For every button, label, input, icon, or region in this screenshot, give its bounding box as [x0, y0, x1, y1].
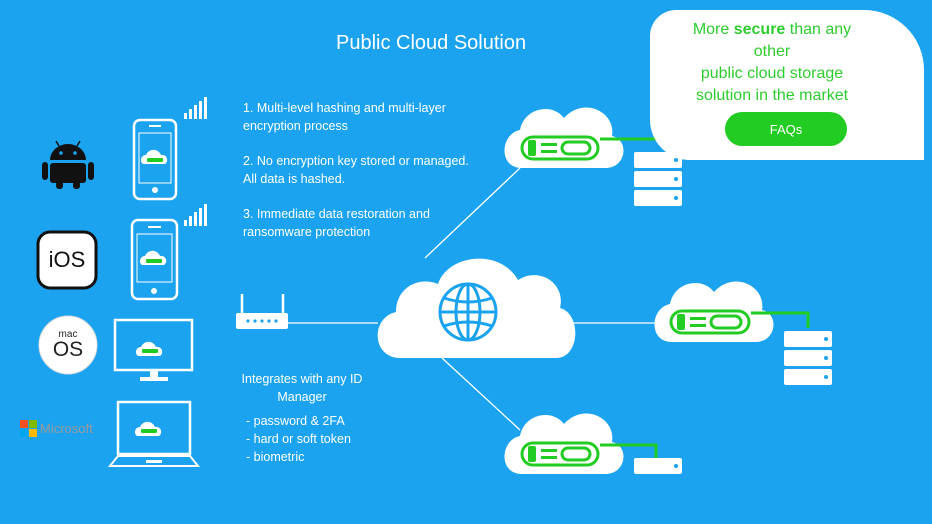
- macos-small-label: mac: [58, 329, 78, 340]
- faqs-button[interactable]: FAQs: [725, 112, 847, 146]
- microsoft-label: Microsoft: [40, 421, 93, 436]
- ios-icon: [36, 230, 98, 290]
- promo-text-part: than any: [785, 21, 852, 38]
- id-manager-heading: Integrates with any ID Manager: [241, 372, 363, 404]
- list-item: - password & 2FA: [246, 414, 345, 428]
- macos-icon: [38, 315, 98, 375]
- microsoft-logo-icon: [20, 420, 37, 437]
- server-icon: [634, 458, 682, 474]
- promo-line: solution in the market: [695, 87, 849, 104]
- router-icon: [236, 294, 288, 329]
- feature-item: 3. Immediate data restoration and ransom…: [243, 207, 430, 239]
- promo-line: public cloud storage: [700, 65, 844, 82]
- id-manager-section: Integrates with any ID Manager - passwor…: [232, 370, 392, 466]
- promo-text-part: More: [692, 21, 734, 38]
- laptop-icon: [107, 400, 201, 467]
- promo-text: More secure than any other public cloud …: [672, 19, 872, 107]
- server-stack-icon: [784, 331, 832, 385]
- desktop-monitor-icon: [113, 318, 194, 381]
- macos-big-label: OS: [52, 338, 84, 361]
- id-manager-list: - password & 2FA - hard or soft token - …: [246, 412, 392, 466]
- central-cloud-icon: [377, 258, 576, 358]
- signal-strength-icon: [184, 97, 207, 119]
- android-icon: [42, 140, 94, 189]
- promo-line: More secure than any: [672, 19, 872, 41]
- list-item: - biometric: [246, 450, 305, 464]
- smartphone-icon: [130, 218, 179, 301]
- cloud-storage-node: [654, 281, 810, 342]
- list-item: - hard or soft token: [246, 432, 351, 446]
- feature-item: 2. No encryption key stored or managed. …: [243, 154, 469, 186]
- page-title: Public Cloud Solution: [336, 32, 527, 54]
- signal-strength-icon: [184, 204, 207, 226]
- feature-list: 1. Multi-level hashing and multi-layer e…: [243, 99, 483, 258]
- feature-item: 1. Multi-level hashing and multi-layer e…: [243, 101, 446, 133]
- ios-label: iOS: [48, 247, 86, 272]
- smartphone-icon: [132, 118, 178, 201]
- connection-lines: [288, 167, 658, 431]
- cloud-storage-node: [504, 413, 658, 474]
- promo-line: other: [753, 43, 791, 60]
- globe-icon: [438, 282, 498, 342]
- server-stack-icon: [634, 152, 682, 206]
- promo-emphasis: secure: [733, 21, 786, 38]
